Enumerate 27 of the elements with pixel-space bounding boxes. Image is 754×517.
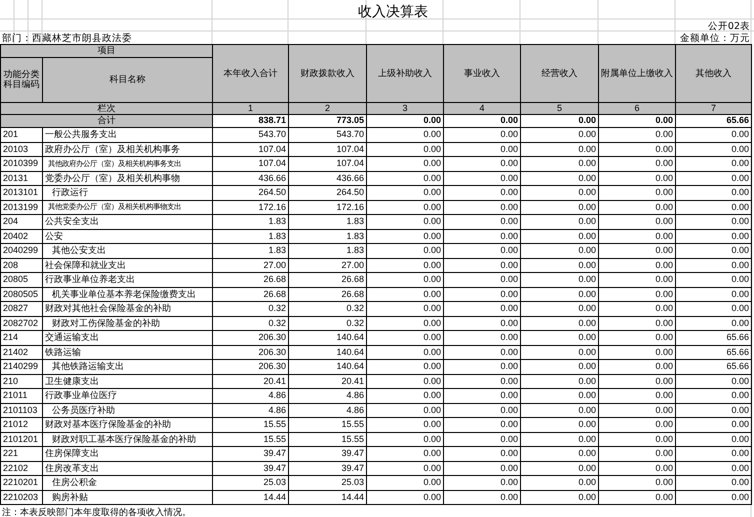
unit-text: 金额单位：万元 (679, 32, 750, 45)
column-header: 经营收入 (520, 44, 599, 103)
column-header: 其他收入 (675, 44, 752, 103)
column-header: 事业收入 (443, 44, 521, 103)
column-header: 财政拨款收入 (288, 44, 367, 103)
row-header: 合计 (0, 114, 213, 128)
table-number-text: 公开02表 (706, 20, 750, 33)
column-number: 6 (598, 102, 676, 115)
column-header: 上级补助收入 (366, 44, 444, 103)
column-number: 4 (443, 102, 521, 115)
table-cell: 0.00 (675, 490, 752, 505)
note-text: 注：本表反映部门本年度取得的各项收入情况。 (2, 506, 192, 517)
column-header: 功能分类科目编码 (0, 57, 43, 103)
row-header: 栏次 (0, 102, 213, 115)
table-title: 收入决算表 (357, 3, 429, 21)
column-number: 1 (212, 102, 289, 115)
column-header: 项目 (0, 44, 213, 58)
column-number: 3 (366, 102, 444, 115)
column-number: 7 (675, 102, 752, 115)
department-text: 部门：西藏林芝市朗县政法委 (2, 32, 133, 45)
column-header: 附属单位上缴收入 (598, 44, 676, 103)
column-number: 2 (288, 102, 367, 115)
column-header: 本年收入合计 (212, 44, 289, 103)
column-header: 科目名称 (42, 57, 213, 103)
table-cell: 购房补贴 (42, 490, 213, 505)
column-number: 5 (520, 102, 599, 115)
table-cell: 2210203 (0, 490, 43, 505)
